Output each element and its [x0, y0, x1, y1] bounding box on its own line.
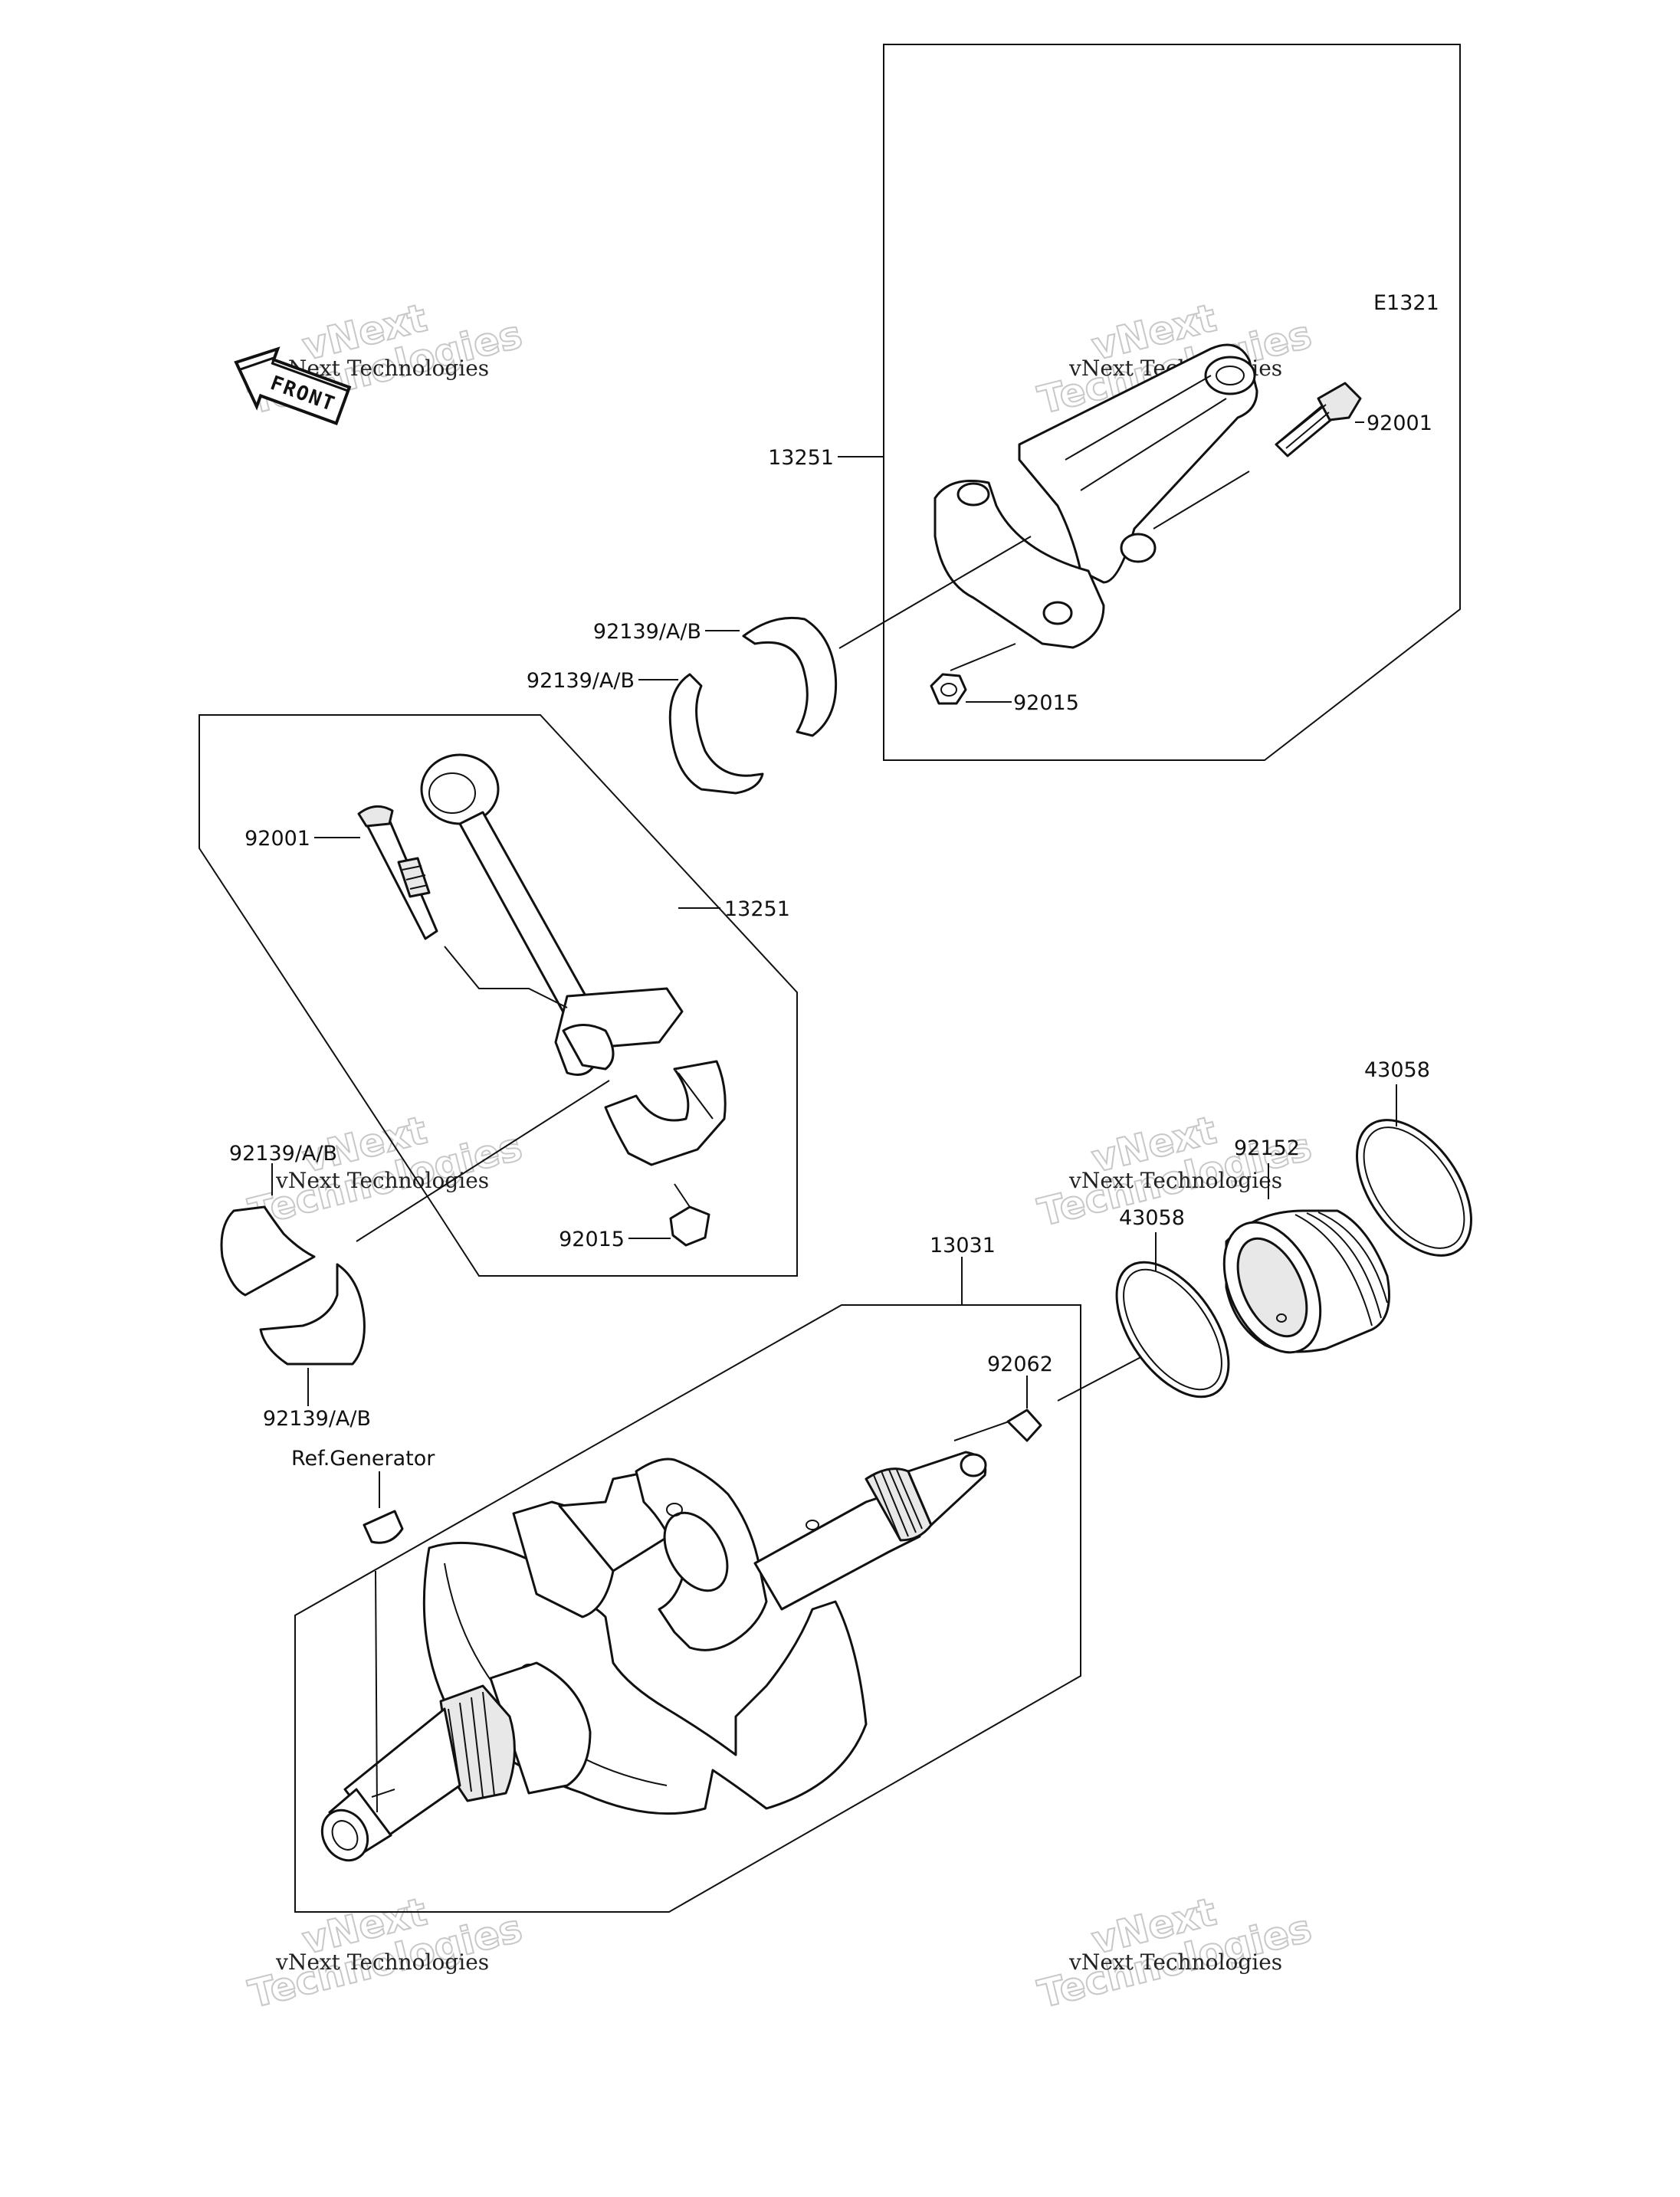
o-ring-inner	[1115, 1261, 1230, 1399]
lower-conrod-cap	[604, 1060, 727, 1166]
plug-label: 92062	[987, 1353, 1053, 1376]
upper-conrod-assy-label: 13251	[768, 446, 834, 470]
upper-bearing-shell-b	[668, 673, 764, 795]
plug	[1006, 1408, 1042, 1442]
crankshaft-label: 13031	[930, 1234, 996, 1258]
lower-bearing-shell-b	[259, 1263, 366, 1366]
upper-nut-label: 92015	[1013, 691, 1079, 715]
lower-nut-label: 92015	[559, 1228, 625, 1251]
watermark-bottom-left: Technologies vNext vNext Technologies	[244, 1889, 527, 2018]
lower-bolt-label: 92001	[244, 827, 310, 851]
upper-nut	[930, 673, 967, 705]
leader-line	[950, 643, 1016, 671]
leader-line	[838, 536, 1032, 649]
upper-bearing-a-label: 92139/A/B	[593, 620, 701, 644]
leader-line	[375, 1570, 378, 1813]
ref-generator-label: Ref.Generator	[291, 1447, 435, 1471]
leader-line	[953, 1418, 1016, 1441]
woodruff-key	[363, 1510, 404, 1544]
leader-line	[1057, 1352, 1150, 1402]
leader-line	[1153, 471, 1250, 530]
leader-line	[444, 946, 568, 1008]
upper-conrod-cap	[934, 480, 1105, 649]
o-ring-outer-label: 43058	[1364, 1058, 1430, 1082]
upper-bearing-shell-a	[742, 616, 838, 737]
upper-connecting-rod	[1018, 343, 1258, 584]
watermark-text: vNext Technologies	[1068, 1168, 1282, 1193]
lower-bearing-a-label: 92139/A/B	[229, 1142, 337, 1166]
upper-conrod-assembly-box	[883, 44, 1461, 761]
lower-bolt	[357, 805, 438, 940]
watermark-text: vNext Technologies	[275, 1949, 489, 1975]
watermark-text: vNext Technologies	[275, 1168, 489, 1193]
bushing-label: 92152	[1234, 1136, 1300, 1160]
lower-conrod-assembly-box	[199, 714, 798, 1277]
leader-line	[356, 1080, 610, 1242]
lower-conrod-assy-label: 13251	[724, 897, 790, 921]
lower-bearing-shell-a	[220, 1205, 316, 1297]
upper-bearing-b-label: 92139/A/B	[527, 669, 635, 693]
leader-line	[674, 1183, 691, 1208]
upper-bolt	[1275, 382, 1362, 457]
crankshaft-assembly-box	[294, 1304, 1081, 1913]
front-arrow-icon: FRONT	[234, 346, 352, 425]
watermark-text: vNext Technologies	[1068, 1949, 1282, 1975]
watermark-mid-left: Technologies vNext vNext Technologies	[244, 1107, 527, 1236]
crankshaft	[320, 1451, 987, 1862]
o-ring-inner-label: 43058	[1119, 1206, 1185, 1230]
lower-nut	[669, 1205, 710, 1247]
o-ring-outer	[1356, 1119, 1472, 1257]
watermark-bottom-right: Technologies vNext vNext Technologies	[1033, 1889, 1317, 2018]
diagram-id: E1321	[1373, 291, 1439, 315]
upper-bolt-label: 92001	[1367, 412, 1432, 435]
lower-bearing-b-label: 92139/A/B	[263, 1407, 371, 1431]
lower-connecting-rod	[420, 753, 684, 1076]
bushing	[1222, 1209, 1390, 1354]
